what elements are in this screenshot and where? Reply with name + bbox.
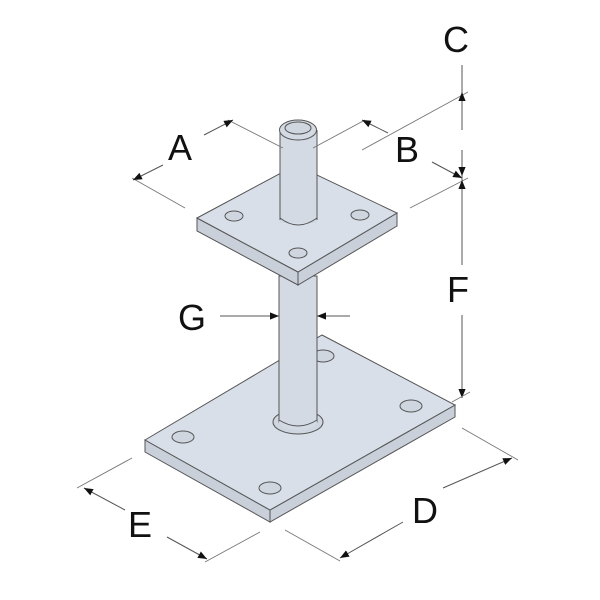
- label-b: B: [395, 129, 419, 170]
- base-hole-left: [171, 430, 195, 444]
- threaded-rod: [278, 275, 318, 430]
- label-a: A: [168, 127, 192, 168]
- dimension-a: A: [131, 119, 284, 209]
- base-hole-right: [399, 399, 423, 413]
- dimension-c: C: [443, 19, 469, 176]
- label-g: G: [178, 297, 206, 338]
- base-hole-front: [258, 481, 282, 495]
- dimension-d: D: [284, 427, 519, 562]
- dimension-f: F: [447, 176, 471, 403]
- dimension-g: G: [178, 297, 350, 338]
- top-pin: [279, 119, 318, 226]
- dimension-e: E: [76, 457, 261, 563]
- dimension-b: B: [312, 91, 469, 209]
- top-hole-left: [224, 210, 244, 222]
- label-c: C: [443, 19, 469, 60]
- top-hole-right: [350, 209, 370, 221]
- label-d: D: [412, 490, 438, 531]
- label-e: E: [128, 504, 152, 545]
- top-hole-front: [288, 247, 308, 259]
- label-f: F: [447, 269, 469, 310]
